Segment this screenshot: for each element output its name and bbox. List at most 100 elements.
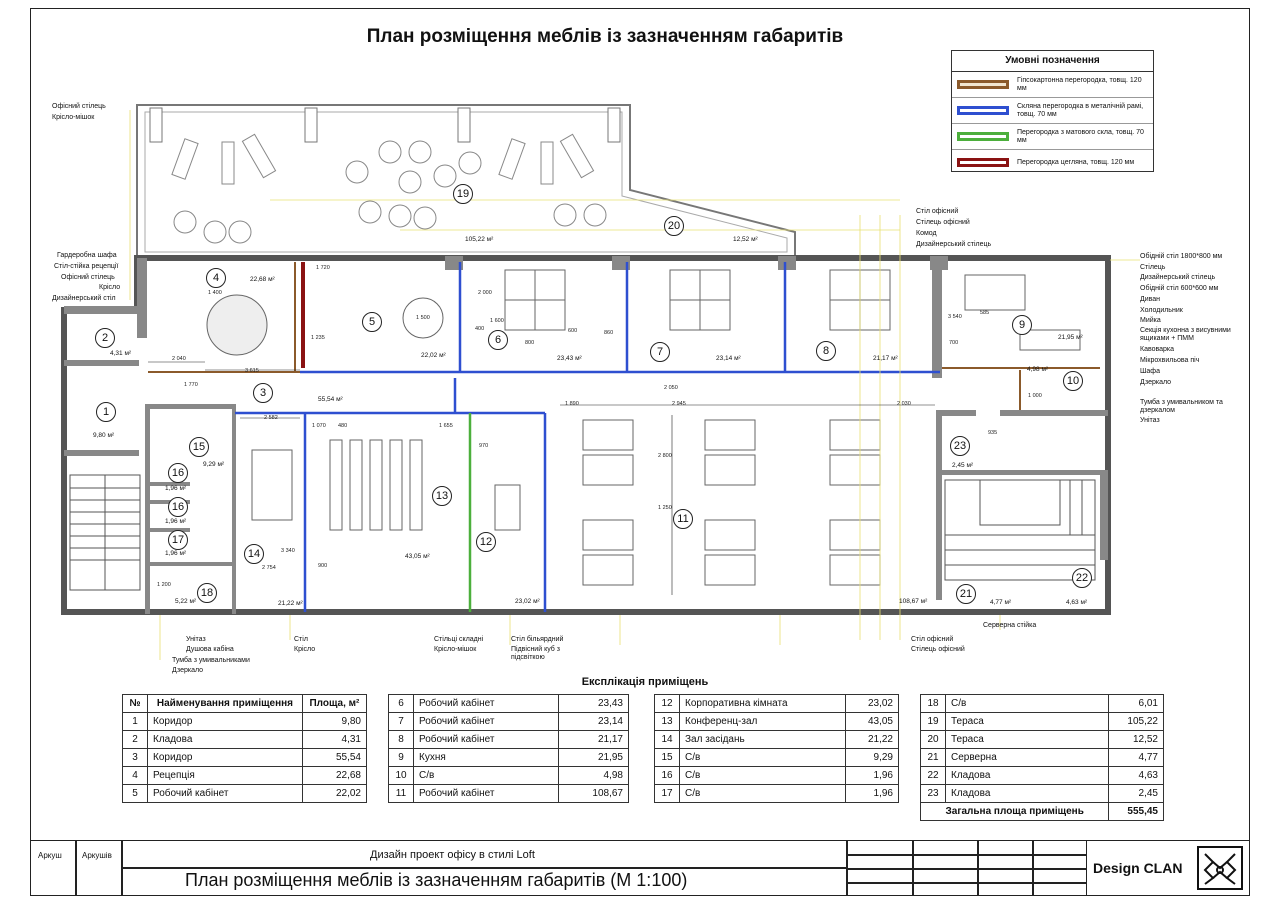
legend-item: Гіпсокартонна перегородка, товщ. 120 мм [952,72,1153,98]
dimension-label: 860 [604,330,614,336]
dimension-label: 900 [318,563,328,569]
callout-label: Унітаз [1140,417,1160,424]
callout-label: Офісний стілець [61,274,115,281]
callout-label: Дзеркало [172,667,204,674]
callout-label: Унітаз [186,636,206,643]
callout-label: Офісний стілець [52,103,106,110]
room-area: 9,80 м² [93,432,115,439]
legend-label: Гіпсокартонна перегородка, товщ. 120 мм [1017,76,1142,92]
room-number: 16 [168,497,188,517]
callout-label: Дизайнерський стілець [916,241,992,248]
callout-label: Кавоварка [1140,346,1175,353]
callout-label: Крісло-мішок [52,114,95,121]
legend-swatch-drywall [957,80,1009,89]
room-area: 4,31 м² [110,350,132,357]
dimension-label: 1 720 [316,265,330,271]
project-name: Дизайн проект офісу в стилі Loft [370,849,535,861]
callout-label: Стіл більярдний [511,636,564,643]
room-number: 3 [253,383,273,403]
legend-item: Перегородка з матового скла, товщ. 70 мм [952,124,1153,150]
room-area: 5,22 м² [175,598,197,605]
room-number: 15 [189,437,209,457]
dimension-label: 2 945 [672,401,686,407]
dimension-label: 1 235 [311,335,325,341]
dimension-label: 970 [479,443,489,449]
room-area: 22,68 м² [250,276,275,283]
room-area: 9,29 м² [203,461,225,468]
dimension-label: 800 [525,340,535,346]
callout-label: Комод [916,230,937,237]
dimension-label: 585 [980,310,990,316]
dimension-label: 3 615 [245,368,259,374]
terrace-inner [144,111,788,253]
room-number: 2 [95,328,115,348]
header-cell: № [122,694,148,713]
dimension-label: 1 200 [157,582,171,588]
room-area: 4,77 м² [990,599,1012,606]
callout-label: Холодильник [1140,307,1183,314]
dimension-label: 2 040 [172,356,186,362]
room-area: 12,52 м² [733,236,758,243]
room-number: 10 [1063,371,1083,391]
room-area: 1,96 м² [165,518,187,525]
dimension-label: 480 [338,423,348,429]
callout-label: Дизайнерський стілець [1140,274,1216,281]
legend-label: Перегородка цегляна, товщ. 120 мм [1017,158,1135,166]
drawing-name: План розміщення меблів із зазначенням га… [185,870,688,890]
callout-label: Крісло-мішок [434,646,477,653]
legend-label: Перегородка з матового скла, товщ. 70 мм [1017,128,1144,144]
callout-label: Мийка [1140,317,1161,324]
room-number: 8 [816,341,836,361]
callout-label: Стільці складні [434,636,484,643]
dimension-label: 2 754 [262,565,276,571]
callout-label: Стілець офісний [916,219,970,226]
dimension-label: 1 890 [565,401,579,407]
callout-label: Обідній стіл 600*600 мм [1140,285,1219,292]
dimension-label: 1 400 [208,290,222,296]
room-area: 4,63 м² [1066,599,1088,606]
callout-label: Диван [1140,296,1161,303]
dimension-label: 3 340 [281,548,295,554]
dimension-label: 2 800 [658,453,672,459]
callout-label: Обідній стіл 1800*800 мм [1140,253,1223,260]
room-number: 13 [432,486,452,506]
callout-label: Крісло [294,646,316,653]
dimension-label: 600 [568,328,578,334]
room-area: 21,22 м² [278,600,303,607]
room-area: 43,05 м² [405,553,430,560]
room-number: 6 [488,330,508,350]
dimension-label: 700 [949,340,959,346]
callout-label: Стілець офісний [911,646,965,653]
dimension-label: 1 000 [1028,393,1042,399]
room-area: 23,02 м² [515,598,540,605]
room-number: 9 [1012,315,1032,335]
dimension-label: 2 000 [478,290,492,296]
dimension-label: 1 500 [416,315,430,321]
explication-title: Експлікація приміщень [581,676,709,688]
room-area: 1,96 м² [165,550,187,557]
callout-label: Тумба з умивальниками [172,657,250,664]
room-number: 17 [168,530,188,550]
legend-swatch-brick [957,158,1009,167]
room-area: 21,17 м² [873,355,898,362]
header-cell: Площа, м² [301,694,368,713]
callout-label: Стіл офісний [916,208,959,215]
